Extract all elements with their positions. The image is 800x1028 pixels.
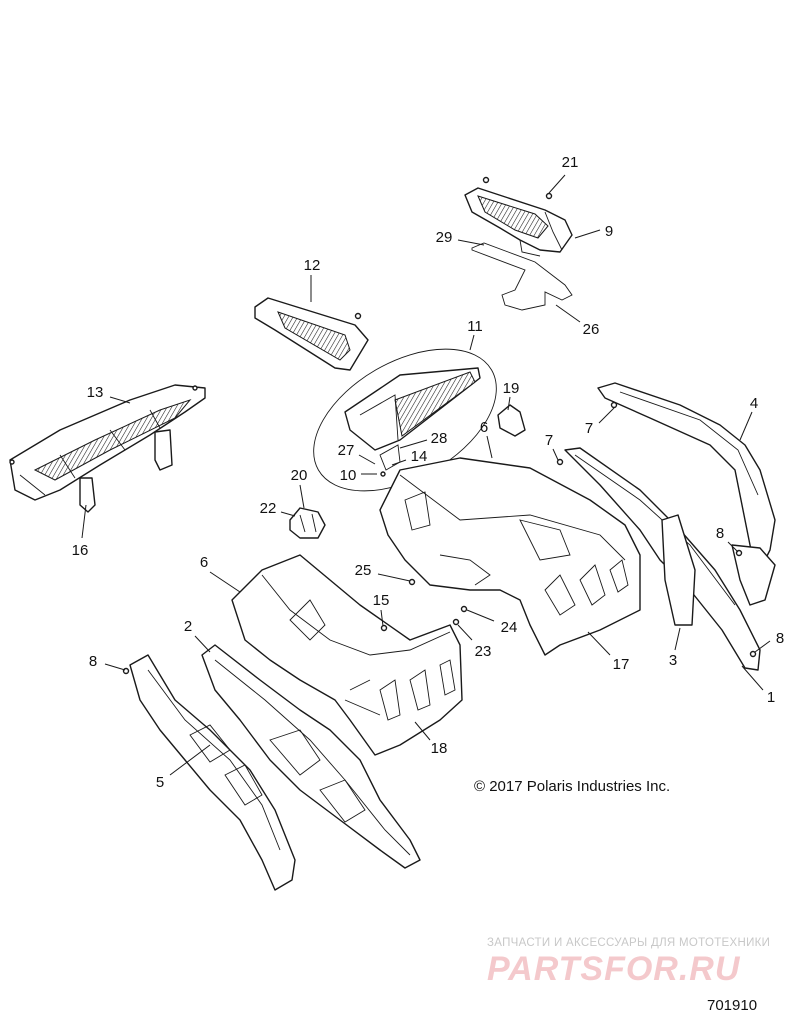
- copyright-text: © 2017 Polaris Industries Inc.: [474, 778, 670, 795]
- callout-c29: 29: [436, 229, 453, 246]
- callout-c9: 9: [605, 223, 613, 240]
- leader-line-c13: [109, 396, 131, 404]
- callout-c19: 19: [503, 380, 520, 397]
- callout-c22: 22: [260, 500, 277, 517]
- leader-line-c2: [194, 635, 211, 653]
- callout-c4: 4: [750, 395, 758, 412]
- callout-c13: 13: [87, 384, 104, 401]
- leader-line-c8c: [104, 663, 126, 671]
- callout-c26: 26: [583, 321, 600, 338]
- callout-c8b: 8: [776, 630, 784, 647]
- leader-line-c18: [414, 721, 431, 741]
- callout-c8a: 8: [716, 525, 724, 542]
- callout-c6a: 6: [480, 419, 488, 436]
- callout-c18: 18: [431, 740, 448, 757]
- part-21-screws: [482, 176, 553, 200]
- callout-c11: 11: [467, 318, 483, 335]
- leader-line-c6b: [209, 571, 241, 593]
- part-4-right-side-rail: [597, 382, 776, 606]
- part-20-bracket: [289, 507, 326, 539]
- part-13-dash-panel: [9, 384, 206, 513]
- callout-c1: 1: [767, 689, 775, 706]
- callout-c3: 3: [669, 652, 677, 669]
- part-17-rear-floor-pan: [379, 457, 641, 656]
- callout-c28: 28: [431, 430, 448, 447]
- leader-line-c27: [358, 454, 376, 465]
- leader-line-c19: [507, 396, 511, 411]
- callout-c15: 15: [373, 592, 390, 609]
- part-18-front-floor-pan: [231, 554, 463, 756]
- leader-line-c8a: [727, 541, 739, 553]
- leader-line-c14: [391, 459, 407, 466]
- leader-line-c8b: [754, 640, 771, 653]
- leader-line-c7b: [552, 448, 559, 461]
- leader-line-c9: [574, 229, 601, 239]
- callout-c23: 23: [475, 643, 492, 660]
- leader-line-c1: [741, 665, 764, 691]
- callout-c7a: 7: [585, 420, 593, 437]
- leader-line-c7a: [598, 407, 615, 424]
- part-9-rear-tray: [464, 187, 573, 257]
- part-11-storage-box: [313, 348, 497, 492]
- callout-c16: 16: [72, 542, 89, 559]
- leader-line-c26: [555, 304, 581, 323]
- leader-line-c16: [81, 504, 87, 539]
- leader-line-c6a: [486, 435, 493, 459]
- leader-line-c3: [674, 627, 681, 651]
- part-12-mesh-panel: [254, 297, 369, 371]
- leader-line-c11: [469, 334, 475, 351]
- leader-line-c22: [280, 511, 296, 517]
- part-5-left-side-panel: [129, 654, 296, 891]
- part-2-long-rail: [201, 644, 421, 869]
- hardware-fasteners: [122, 401, 757, 675]
- callout-c21: 21: [562, 154, 579, 171]
- callout-c2: 2: [184, 618, 192, 635]
- callout-c17: 17: [613, 656, 630, 673]
- part-19-bracket: [497, 404, 526, 437]
- callout-c5: 5: [156, 774, 164, 791]
- leader-line-c15: [380, 609, 384, 627]
- leader-line-c23: [457, 624, 473, 641]
- part-3-lower-rail: [564, 447, 761, 671]
- callout-c7b: 7: [545, 432, 553, 449]
- leader-line-c28: [399, 439, 428, 449]
- callout-c24: 24: [501, 619, 518, 636]
- callout-c10: 10: [340, 467, 357, 484]
- leader-line-c20: [299, 484, 305, 509]
- watermark-tagline: ЗАПЧАСТИ И АКСЕССУАРЫ ДЛЯ МОТОТЕХНИКИ: [487, 937, 770, 949]
- leader-line-c21: [548, 174, 566, 194]
- leader-line-c29: [457, 239, 485, 246]
- callout-c20: 20: [291, 467, 308, 484]
- watermark-logo: PARTSFOR.RU: [487, 950, 741, 988]
- callout-c27: 27: [338, 442, 355, 459]
- callout-c12: 12: [304, 257, 321, 274]
- callout-c14: 14: [411, 448, 428, 465]
- diagram-number: 701910: [707, 997, 757, 1014]
- leader-line-c25: [377, 573, 411, 582]
- leader-line-c4: [739, 411, 753, 441]
- callout-c8c: 8: [89, 653, 97, 670]
- leader-line-c24: [466, 609, 495, 622]
- leader-line-c5: [169, 744, 211, 776]
- callout-c6b: 6: [200, 554, 208, 571]
- callout-c25: 25: [355, 562, 372, 579]
- leader-line-c17: [587, 631, 611, 656]
- part-29-seal: [471, 242, 573, 311]
